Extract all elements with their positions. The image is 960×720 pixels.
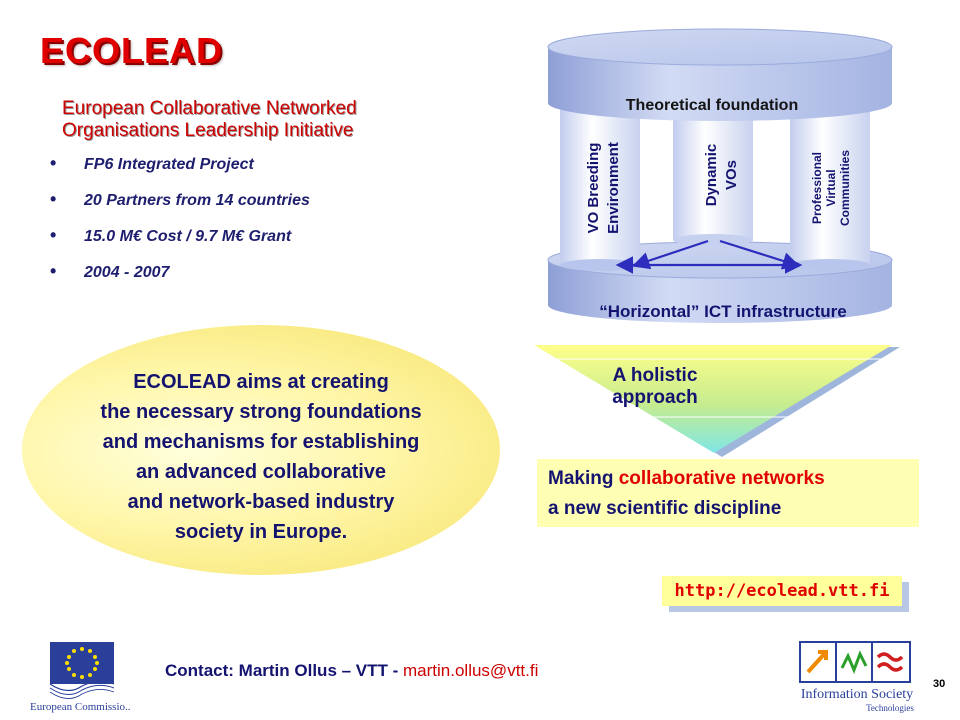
page-number: 30 <box>933 678 946 690</box>
subtitle-line-2: Organisations Leadership Initiative <box>62 120 354 141</box>
bullet-item: •15.0 M€ Cost / 9.7 M€ Grant <box>50 225 292 245</box>
discipline-box: Making collaborative networks a new scie… <box>537 459 919 527</box>
pillar-middle <box>673 110 753 246</box>
bullet-dot-icon: • <box>50 261 57 281</box>
pillar-right-label: Communities <box>838 150 852 226</box>
aims-line: ECOLEAD aims at creating <box>133 371 389 393</box>
aims-ellipse <box>22 325 500 575</box>
holistic-line: A holistic <box>612 365 698 386</box>
discipline-line-1: Making collaborative networks <box>548 468 825 489</box>
pillar-right-label: Virtual <box>824 169 838 206</box>
contact-text: Contact: Martin Ollus – VTT - <box>165 661 404 680</box>
aims-text: ECOLEAD aims at creating the necessary s… <box>22 367 500 547</box>
contact-email-link[interactable]: martin.ollus@vtt.fi <box>403 661 539 680</box>
pillar-right <box>790 110 870 271</box>
project-url-link[interactable]: http://ecolead.vtt.fi <box>662 576 902 606</box>
arrow-up-right-icon <box>806 650 828 674</box>
pillar-middle-label: VOs <box>723 160 740 190</box>
discipline-line-2: a new scientific discipline <box>548 498 782 519</box>
bullet-list: •FP6 Integrated Project •20 Partners fro… <box>50 153 310 299</box>
european-commission-logo: European Commissio.. <box>30 642 131 713</box>
ist-logo-line1: Information Society <box>801 687 913 702</box>
pillar-middle-label: Dynamic <box>703 144 720 207</box>
contact-line: Contact: Martin Ollus – VTT - martin.oll… <box>165 661 538 681</box>
eu-logo-caption: European Commissio.. <box>30 701 131 713</box>
arrow-diagonal-left <box>631 239 709 270</box>
top-cylinder <box>547 28 893 121</box>
pillar-left-label: Environment <box>605 142 622 234</box>
wave-icon <box>840 650 868 675</box>
eu-stars-icon <box>65 647 99 679</box>
top-label: Theoretical foundation <box>626 97 798 114</box>
subtitle-line-1: European Collaborative Networked <box>62 98 357 119</box>
approx-icon <box>876 652 904 672</box>
slide-title: ECOLEAD <box>40 30 224 71</box>
ist-logo-line2: Technologies <box>866 703 914 713</box>
arrow-diagonal-right <box>719 239 801 270</box>
information-society-logo: Information Society Technologies <box>799 641 914 713</box>
bullet-item: •2004 - 2007 <box>50 261 170 281</box>
bottom-label: “Horizontal” ICT infrastructure <box>599 302 846 321</box>
subtitle: European Collaborative Networked Organis… <box>62 98 462 142</box>
aims-line: society in Europe. <box>174 521 348 543</box>
pillar-left-label: VO Breeding <box>585 143 602 234</box>
pillar-left <box>560 110 640 271</box>
aims-line: an advanced collaborative <box>135 461 387 483</box>
aims-line: and mechanisms for establishing <box>102 431 420 453</box>
aims-line: the necessary strong foundations <box>100 401 422 423</box>
holistic-line: approach <box>612 387 698 408</box>
bullet-dot-icon: • <box>50 225 57 245</box>
holistic-funnel <box>534 345 900 457</box>
bullet-dot-icon: • <box>50 153 57 173</box>
pillar-right-label: Professional <box>810 152 824 224</box>
holistic-label: A holistic approach <box>535 365 775 409</box>
bullet-item: •FP6 Integrated Project <box>50 153 254 173</box>
temple-diagram: Theoretical foundation “Horizontal” ICT … <box>547 28 893 323</box>
aims-line: and network-based industry <box>127 491 395 513</box>
bullet-item: •20 Partners from 14 countries <box>50 189 310 209</box>
bullet-dot-icon: • <box>50 189 57 209</box>
